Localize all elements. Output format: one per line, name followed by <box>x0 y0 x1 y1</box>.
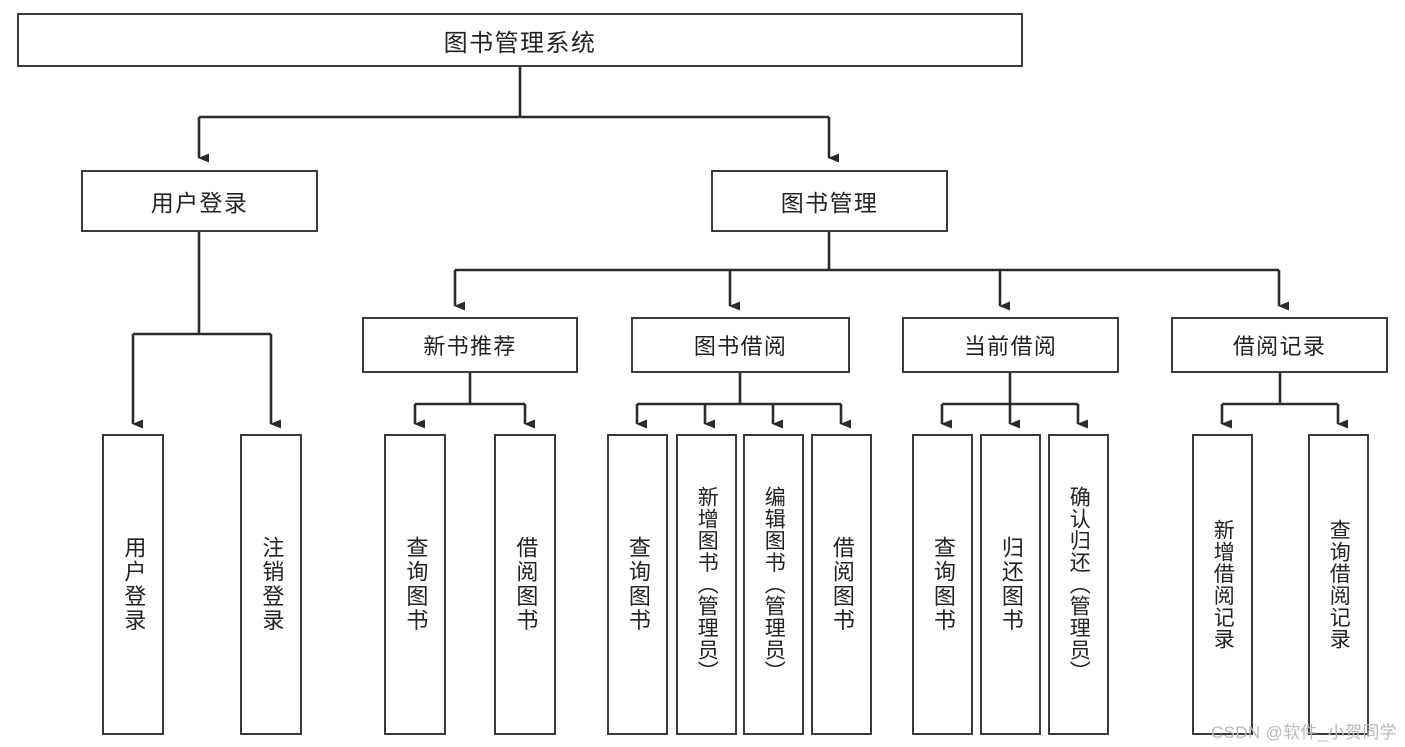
node-root-system[interactable]: 图书管理系统 <box>17 13 1023 67</box>
node-label: 查询图书 <box>930 536 956 633</box>
node-label: 新增借阅记录 <box>1211 518 1235 651</box>
node-leaf-query-book-3[interactable]: 查询图书 <box>912 434 973 735</box>
node-leaf-user-login[interactable]: 用户登录 <box>102 434 164 735</box>
node-leaf-add-record[interactable]: 新增借阅记录 <box>1192 434 1253 735</box>
node-label: 查询借阅记录 <box>1327 518 1351 651</box>
node-leaf-edit-book[interactable]: 编辑图书（管理员） <box>743 434 804 735</box>
node-label: 图书管理系统 <box>443 29 597 57</box>
csdn-watermark: CSDN @软件_小贺同学 <box>1210 723 1397 742</box>
node-label: 借阅图书 <box>513 536 539 633</box>
node-leaf-add-book[interactable]: 新增图书（管理员） <box>676 434 737 735</box>
node-label: 图书管理 <box>780 190 879 216</box>
node-book-borrow[interactable]: 图书借阅 <box>631 317 850 373</box>
node-label: 归还图书 <box>998 536 1024 633</box>
node-leaf-confirm-return[interactable]: 确认归还（管理员） <box>1048 434 1109 735</box>
node-label: 用户登录 <box>121 536 147 633</box>
node-leaf-borrow-book-1[interactable]: 借阅图书 <box>494 434 556 735</box>
node-label: 用户登录 <box>150 190 249 216</box>
node-user-login[interactable]: 用户登录 <box>81 170 318 232</box>
node-new-book-recommend[interactable]: 新书推荐 <box>362 317 578 373</box>
node-leaf-query-record[interactable]: 查询借阅记录 <box>1308 434 1369 735</box>
node-book-manage[interactable]: 图书管理 <box>711 170 948 232</box>
node-leaf-logout-login[interactable]: 注销登录 <box>240 434 302 735</box>
node-label: 注销登录 <box>259 536 285 633</box>
node-leaf-return-book[interactable]: 归还图书 <box>980 434 1041 735</box>
node-label: 图书借阅 <box>693 334 788 359</box>
node-label: 借阅图书 <box>829 536 855 633</box>
node-borrow-record[interactable]: 借阅记录 <box>1171 317 1388 373</box>
node-leaf-borrow-book-2[interactable]: 借阅图书 <box>811 434 872 735</box>
node-label: 编辑图书（管理员） <box>762 486 786 683</box>
node-label: 确认归还（管理员） <box>1067 486 1091 683</box>
node-label: 新书推荐 <box>423 334 517 359</box>
node-label: 新增图书（管理员） <box>695 486 719 683</box>
node-leaf-query-book-2[interactable]: 查询图书 <box>607 434 668 735</box>
node-label: 查询图书 <box>403 536 429 633</box>
node-label: 查询图书 <box>625 536 651 633</box>
node-label: 当前借阅 <box>963 334 1058 359</box>
node-label: 借阅记录 <box>1232 334 1327 359</box>
node-leaf-query-book-1[interactable]: 查询图书 <box>384 434 446 735</box>
node-current-borrow[interactable]: 当前借阅 <box>902 317 1119 373</box>
